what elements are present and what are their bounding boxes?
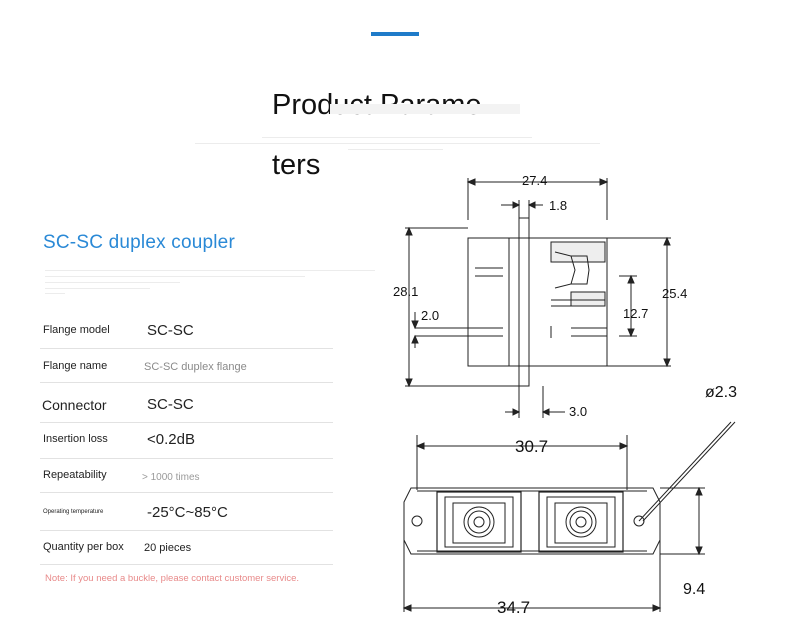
dim-label-pin-offset: 2.0 (421, 308, 439, 323)
param-value: SC-SC (147, 322, 194, 339)
param-value: <0.2dB (147, 431, 195, 448)
param-row-repeatability: Repeatability > 1000 times (40, 458, 333, 493)
dim-label-flange-thickness: 1.8 (549, 198, 567, 213)
decorative-line (45, 282, 180, 283)
param-row-flange-name: Flange name SC-SC duplex flange (40, 348, 333, 383)
param-label: Flange name (43, 360, 108, 372)
param-label: Operating temperature (43, 509, 104, 515)
param-value: -25°C~85°C (147, 504, 228, 521)
param-row-operating-temperature: Operating temperature -25°C~85°C (40, 492, 333, 531)
param-label: Insertion loss (43, 433, 108, 445)
decorative-line (330, 104, 520, 114)
decorative-line (45, 270, 375, 271)
decorative-line (348, 149, 443, 150)
dim-label-front-height: 9.4 (683, 581, 705, 598)
param-row-insertion-loss: Insertion loss <0.2dB (40, 422, 333, 459)
dim-label-overall-width: 34.7 (497, 598, 530, 617)
param-label: Connector (42, 397, 107, 413)
front-view (402, 421, 736, 612)
param-row-connector: Connector SC-SC (40, 382, 333, 423)
decorative-line (45, 288, 150, 289)
product-name: SC-SC duplex coupler (43, 232, 235, 253)
param-value: SC-SC duplex flange (144, 361, 247, 373)
param-label: Repeatability (43, 469, 107, 481)
param-row-flange-model: Flange model SC-SC (40, 315, 333, 349)
param-value: SC-SC (147, 396, 194, 413)
param-value: 20 pieces (144, 542, 192, 554)
buckle-note: Note: If you need a buckle, please conta… (45, 573, 299, 584)
param-label: Quantity per box (43, 541, 124, 553)
decorative-line (45, 276, 305, 277)
dim-label-height-left: 28.1 (393, 284, 418, 299)
title-accent-bar (371, 32, 419, 36)
page-title-line-2: ters (272, 149, 321, 181)
decorative-line (195, 143, 600, 144)
coupler-dimension-drawing: 27.4 1.8 28.1 25.4 2.0 12.7 3.0 ø2.3 30.… (393, 173, 737, 617)
dim-label-top-width: 27.4 (522, 173, 547, 188)
dim-label-height-right: 25.4 (662, 286, 687, 301)
dim-label-inner-height: 12.7 (623, 306, 648, 321)
dim-label-bottom-gap: 3.0 (569, 404, 587, 419)
param-label: Flange model (43, 324, 110, 336)
dim-label-front-width: 30.7 (515, 437, 548, 456)
decorative-line (262, 137, 532, 138)
decorative-line (45, 293, 65, 294)
side-view (405, 178, 671, 418)
param-value: > 1000 times (142, 472, 200, 483)
param-row-quantity-per-box: Quantity per box 20 pieces (40, 530, 333, 565)
dim-label-hole-diameter: ø2.3 (705, 384, 737, 401)
